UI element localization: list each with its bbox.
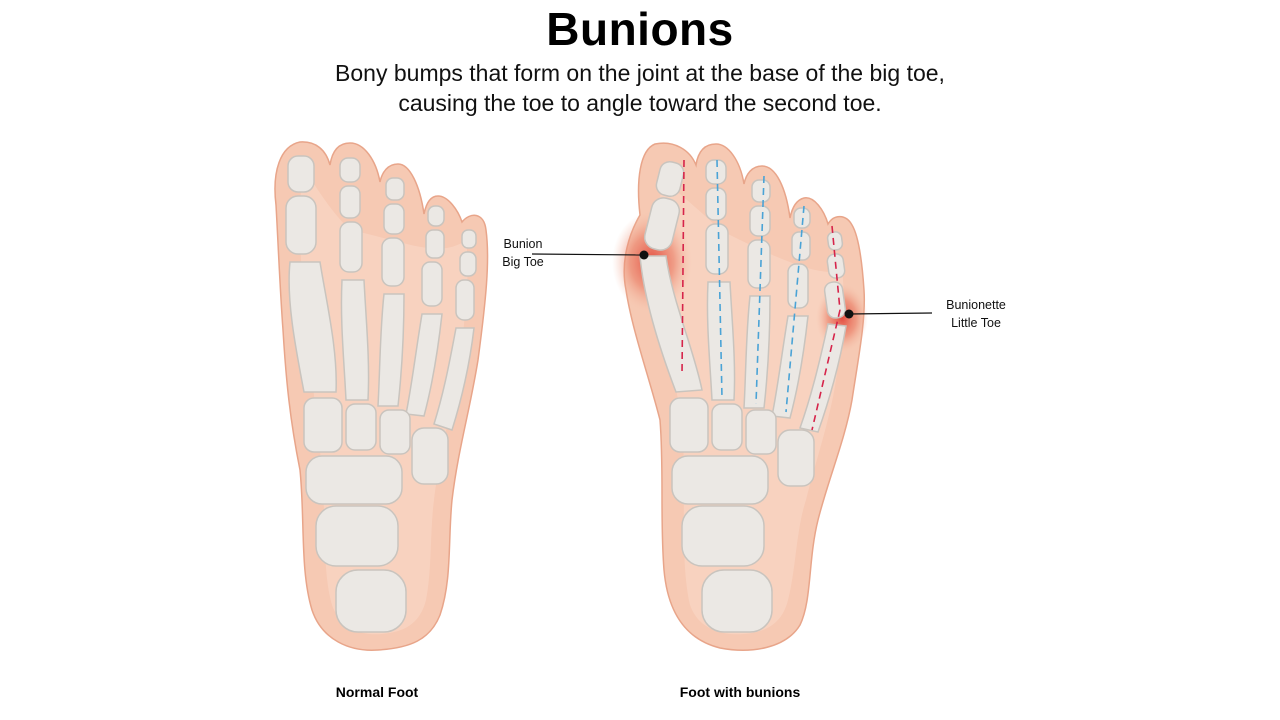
bunion-toe2-distal: [705, 159, 727, 185]
bunion-big-toe-distal: [655, 160, 685, 198]
bunion-toe3-proximal: [747, 239, 771, 289]
bunion-foot-caption: Foot with bunions: [679, 684, 801, 700]
bunionette-marker: [844, 309, 854, 319]
bunion-label: Bunion Big Toe: [486, 235, 560, 271]
bunion-big-toe-proximal: [643, 197, 681, 251]
normal-toe2-middle: [339, 185, 361, 219]
bunion-metatarsal-1: [639, 255, 703, 393]
normal-calcaneus: [335, 569, 407, 633]
normal-navicular: [305, 455, 403, 505]
bunion-toe3-middle: [749, 205, 771, 237]
normal-toe4-proximal: [421, 261, 443, 307]
normal-big-toe-proximal: [285, 195, 317, 255]
normal-big-toe-distal: [287, 155, 315, 193]
normal-cuneiform-2: [345, 403, 377, 451]
subtitle-line-1: Bony bumps that form on the joint at the…: [335, 60, 945, 86]
bunion-metatarsal-3: [743, 295, 771, 409]
normal-cuneiform-1: [303, 397, 343, 453]
bunion-cuboid: [777, 429, 815, 487]
toe5-deviation-line: [831, 225, 841, 311]
bunionette-label: Bunionette Little Toe: [930, 296, 1022, 332]
bunionette-label-line-1: Bunionette: [946, 298, 1006, 312]
normal-toe3-middle: [383, 203, 405, 235]
page-title: Bunions: [546, 3, 734, 55]
bunion-calcaneus: [701, 569, 773, 633]
normal-toe4-middle: [425, 229, 445, 259]
normal-toe2-distal: [339, 157, 361, 183]
normal-metatarsal-2: [340, 279, 370, 401]
bunion-toe2-middle: [705, 187, 727, 221]
toe3-axis-line: [755, 175, 765, 405]
bunion-toe3-distal: [751, 179, 771, 203]
page-subtitle: Bony bumps that form on the joint at the…: [0, 58, 1280, 118]
normal-toe5-proximal: [455, 279, 475, 321]
normal-metatarsal-3: [377, 293, 405, 407]
toe5-deviation-line-lower: [811, 309, 841, 431]
bunionette-label-line-2: Little Toe: [951, 316, 1001, 330]
bunion-talus: [681, 505, 765, 567]
bunion-toe4-proximal: [787, 263, 809, 309]
bunion-label-line-2: Big Toe: [502, 255, 544, 269]
normal-cuneiform-3: [379, 409, 411, 455]
bunion-foot: [531, 142, 933, 651]
bunion-navicular: [671, 455, 769, 505]
bunion-cuneiform-1: [669, 397, 709, 453]
bunion-toe5-distal: [826, 231, 844, 251]
normal-cuboid: [411, 427, 449, 485]
bunion-cuneiform-2: [711, 403, 743, 451]
normal-toe4-distal: [427, 205, 445, 227]
normal-toe5-middle: [459, 251, 477, 277]
normal-metatarsal-1: [288, 261, 337, 393]
normal-toe3-proximal: [381, 237, 405, 287]
bunion-leader-line: [531, 253, 645, 256]
normal-toe5-distal: [461, 229, 477, 249]
bunionette-leader-line: [848, 312, 933, 315]
normal-metatarsal-4: [405, 313, 443, 417]
normal-toe2-proximal: [339, 221, 363, 273]
normal-foot: [274, 141, 489, 651]
bunion-toe2-proximal: [705, 223, 729, 275]
normal-talus: [315, 505, 399, 567]
bunion-toe4-distal: [793, 207, 811, 229]
normal-toe3-distal: [385, 177, 405, 201]
bunion-cuneiform-3: [745, 409, 777, 455]
toe2-axis-line: [716, 159, 723, 399]
bunion-metatarsal-5: [799, 323, 847, 433]
normal-foot-caption: Normal Foot: [335, 684, 419, 700]
bunion-toe5-proximal: [823, 281, 847, 319]
bunion-marker: [639, 250, 649, 260]
bunion-label-line-1: Bunion: [503, 237, 543, 251]
subtitle-line-2: causing the toe to angle toward the seco…: [398, 90, 882, 116]
toe4-axis-line: [785, 205, 805, 413]
normal-metatarsal-5: [433, 327, 475, 431]
